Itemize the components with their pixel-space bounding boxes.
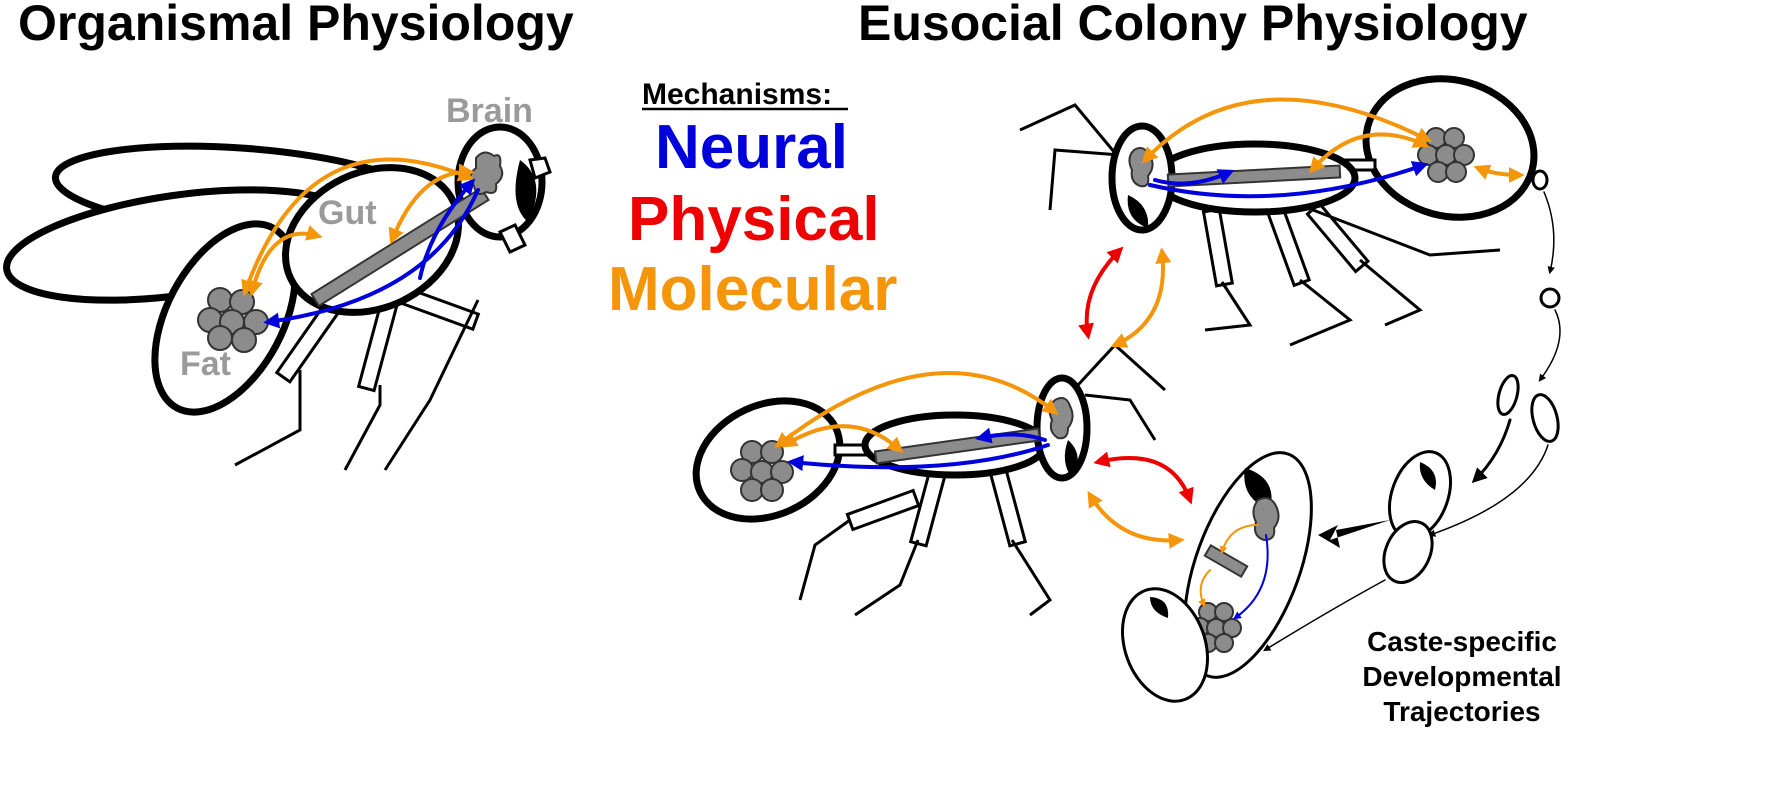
legend-physical: Physical bbox=[628, 185, 880, 254]
caste-label: Caste-specific Developmental Trajectorie… bbox=[1362, 626, 1561, 727]
dev-arrow-4 bbox=[1263, 579, 1386, 652]
larva-mid-a bbox=[1496, 374, 1520, 416]
ant-upper-arrow-molecular-brain-fat bbox=[1141, 97, 1433, 164]
ant-lower bbox=[692, 342, 1167, 617]
fly-arrow-molecular-gut-fat bbox=[247, 225, 323, 297]
fly-arrow-neural-brain-gut bbox=[418, 178, 476, 280]
ant-upper-arrow-neural-brain-fat bbox=[1148, 161, 1429, 199]
larva-mid-b bbox=[1530, 393, 1560, 443]
larva-large-arrow-molecular-brain-gut bbox=[1219, 524, 1259, 555]
legend-molecular: Molecular bbox=[608, 255, 897, 324]
ant-upper-arrow-molecular-gut-fat bbox=[1308, 132, 1430, 174]
fly-arrow-molecular-brain-gut bbox=[388, 163, 475, 245]
arrow-physical-ant-larva bbox=[1093, 451, 1194, 505]
ant-lower-arrow-neural-brain-gut bbox=[975, 427, 1047, 444]
ant-upper-eye bbox=[1127, 195, 1149, 228]
fly-arrow-neural-brain-fat bbox=[263, 188, 480, 329]
arrow-molecular-ant-larva bbox=[1087, 490, 1185, 549]
caste-label-line1: Caste-specific bbox=[1367, 626, 1557, 657]
developmental-sequence bbox=[1120, 169, 1561, 703]
ant-lower-fat-body bbox=[730, 440, 794, 502]
fly-fat-body bbox=[197, 287, 269, 353]
ant-upper-legs bbox=[1019, 103, 1501, 347]
label-brain: Brain bbox=[446, 92, 533, 130]
caste-label-line2: Developmental bbox=[1362, 661, 1561, 692]
larva-large-arrow-molecular-gut-fat bbox=[1198, 569, 1211, 608]
ant-upper-fat-body bbox=[1417, 127, 1475, 183]
larva-large-arrow-neural-brain-fat bbox=[1233, 534, 1269, 620]
ant-upper-arrow-molecular-fat-egg bbox=[1473, 164, 1525, 183]
ant-lower-eye bbox=[1064, 440, 1078, 478]
label-fat: Fat bbox=[180, 345, 231, 383]
fly-proboscis bbox=[497, 223, 528, 254]
arrow-molecular-ant-ant bbox=[1110, 247, 1172, 348]
dev-arrow-3b bbox=[1427, 444, 1549, 537]
fly-eye bbox=[515, 160, 537, 222]
caste-label-line3: Trajectories bbox=[1383, 696, 1540, 727]
mechanisms-legend: Mechanisms: Neural Physical Molecular bbox=[608, 78, 897, 324]
larva-large-fat-body bbox=[1190, 602, 1242, 653]
dev-arrow-3 bbox=[1471, 418, 1512, 484]
egg bbox=[1531, 169, 1549, 191]
ant-lower-legs bbox=[798, 342, 1167, 617]
ant-lower-arrow-neural-brain-fat bbox=[787, 443, 1050, 472]
legend-neural: Neural bbox=[655, 113, 848, 182]
pupa-b bbox=[1382, 520, 1434, 584]
larva-large-brain bbox=[1252, 497, 1280, 542]
larva-early bbox=[1539, 287, 1561, 309]
ant-lower-arrow-molecular-fat-gut bbox=[780, 424, 904, 454]
larva-adjacent-eye bbox=[1150, 597, 1169, 618]
dev-arrow-2 bbox=[1538, 309, 1561, 382]
title-organismal: Organismal Physiology bbox=[18, 0, 574, 51]
arrow-physical-ant-ant bbox=[1078, 246, 1124, 340]
title-eusocial: Eusocial Colony Physiology bbox=[858, 0, 1528, 51]
legend-heading: Mechanisms: bbox=[642, 78, 832, 111]
dev-arrow-big bbox=[1318, 520, 1390, 548]
ant-lower-arrow-molecular-brain-fat bbox=[774, 370, 1059, 448]
larva-adjacent bbox=[1120, 587, 1210, 703]
larva-large-gut bbox=[1203, 543, 1249, 579]
ant-upper bbox=[1019, 75, 1538, 347]
ant-upper-arrow-neural-brain-gut bbox=[1153, 169, 1235, 186]
label-gut: Gut bbox=[318, 194, 377, 232]
fly-organism: Brain Gut Fat bbox=[3, 92, 552, 471]
dev-arrow-1 bbox=[1543, 191, 1555, 275]
fly-antenna bbox=[528, 156, 552, 181]
pupa-a-eye bbox=[1419, 462, 1436, 490]
